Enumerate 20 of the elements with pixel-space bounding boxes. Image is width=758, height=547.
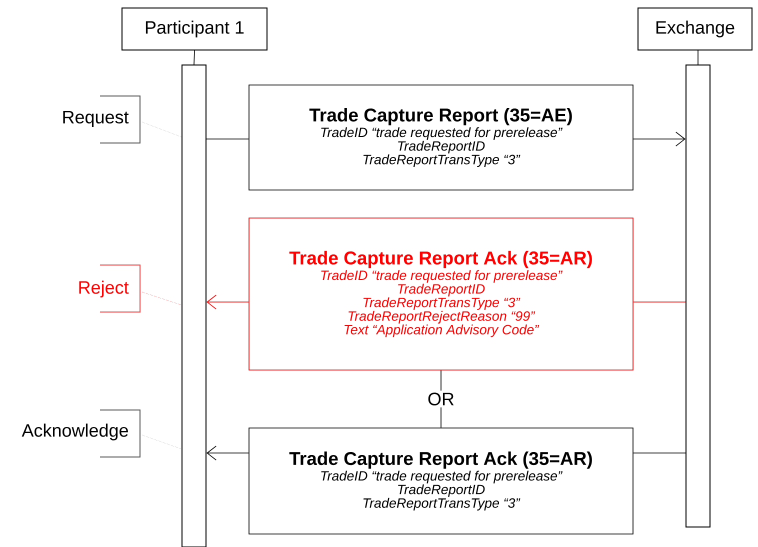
leader-line xyxy=(142,122,182,138)
message-line xyxy=(206,138,249,140)
lifeline-header-box: Exchange xyxy=(638,8,752,50)
message-box: Trade Capture Report Ack (35=AR) TradeID “trade requested for prerelease” TradeReportID TradeReportTransType “3” xyxy=(248,428,634,534)
lifeline-header-box: Participant 1 xyxy=(122,8,268,50)
lifeline xyxy=(194,50,195,65)
message-line xyxy=(633,452,686,454)
arrow xyxy=(206,446,249,460)
arrow xyxy=(633,132,686,146)
arrow xyxy=(206,294,249,310)
leader-line xyxy=(142,292,182,306)
leader-line xyxy=(142,434,182,450)
activation-bar xyxy=(182,64,206,547)
bracket-label: Acknowledge xyxy=(22,410,140,458)
message-box: Trade Capture Report (35=AE) TradeID “trade requested for prerelease” TradeReportID TradeReportTransType “3” xyxy=(248,84,634,190)
activation-bar xyxy=(686,64,710,528)
bracket-label: Reject xyxy=(79,264,140,312)
bracket-label: Request xyxy=(63,96,140,144)
edge-label: OR xyxy=(426,390,456,408)
message-box: Trade Capture Report Ack (35=AR) TradeID “trade requested for prerelease” TradeReportID TradeReportTransType “3” TradeReportRejectReason “99” Text “Application Advisory Code” xyxy=(248,218,634,370)
